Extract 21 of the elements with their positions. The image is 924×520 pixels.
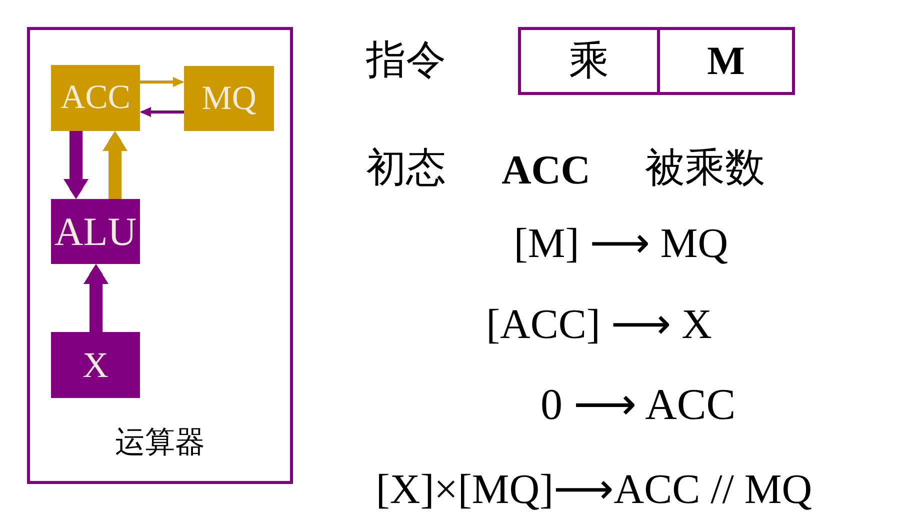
unit-label: 运算器 [115,428,205,458]
transfer-formula: 0 ⟶ ACC [540,383,736,427]
register-name: ACC [502,150,590,190]
arrow [140,77,184,87]
arrow [102,131,128,199]
register-box: MQ [184,66,274,131]
register-box: ACC [51,65,140,131]
transfer-formula: [ACC] ⟶ X [486,304,712,346]
row-label: 初态 [366,148,446,188]
transfer-formula: [M] ⟶ MQ [514,223,728,265]
unit-box [27,27,293,484]
value-label: 被乘数 [645,148,765,188]
arrow [140,107,184,117]
arrow [64,131,88,199]
arrow [84,264,108,332]
opcode-cell: 乘 [518,27,660,95]
register-box: X [51,332,140,398]
alu-box: ALU [51,199,140,264]
address-cell: M [660,27,795,95]
row-label: 指令 [366,40,446,80]
transfer-formula: [X]×[MQ]⟶ACC // MQ [376,469,812,511]
